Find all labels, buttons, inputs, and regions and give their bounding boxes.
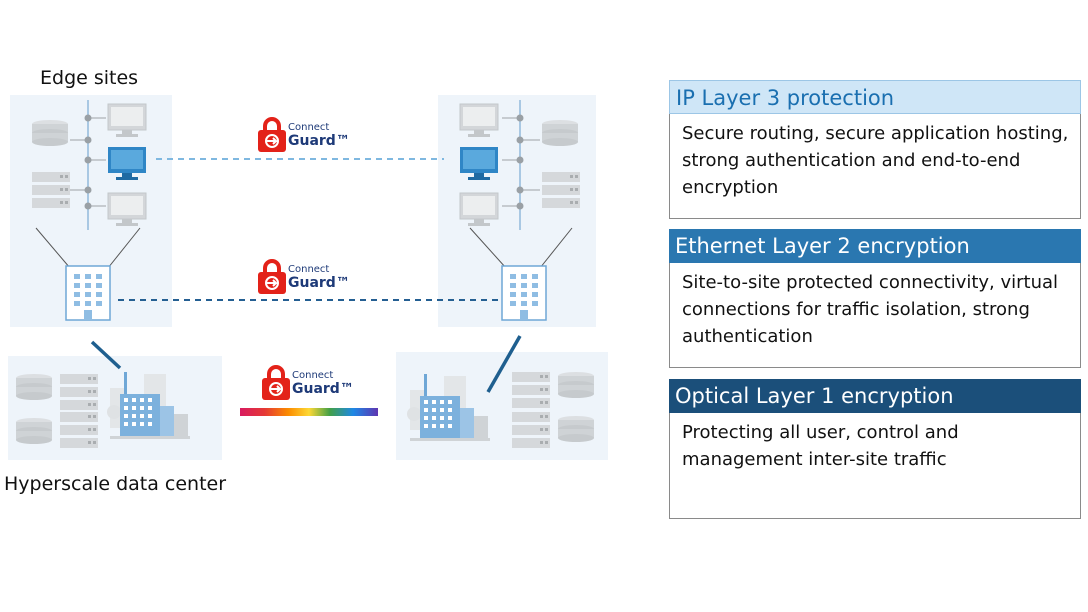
panel-ethernet-layer2: Ethernet Layer 2 encryption Site-to-site… xyxy=(669,229,1081,368)
rack-icon xyxy=(32,172,70,208)
rack-icon xyxy=(60,374,98,410)
server-icon xyxy=(542,120,578,146)
panel-ip-layer3: IP Layer 3 protection Secure routing, se… xyxy=(669,80,1081,219)
connectguard-badge: Connect Guard™ xyxy=(258,116,354,156)
lock-icon xyxy=(258,117,286,152)
connectguard-badge: Connect Guard™ xyxy=(258,258,354,298)
panel-body: Site-to-site protected connectivity, vir… xyxy=(669,263,1081,368)
lock-icon xyxy=(262,365,290,400)
lock-icon xyxy=(258,259,286,294)
server-icon xyxy=(558,416,594,442)
brand-bottom-text: Guard™ xyxy=(288,275,350,291)
brand-bottom-text: Guard™ xyxy=(288,133,350,149)
building-icon xyxy=(65,265,111,321)
optical-link xyxy=(240,408,378,416)
server-icon xyxy=(16,374,52,400)
panel-body: Protecting all user, control and managem… xyxy=(669,413,1081,519)
rack-icon xyxy=(512,372,550,408)
brand-top-text: Connect xyxy=(288,264,330,275)
panel-title: IP Layer 3 protection xyxy=(669,80,1081,114)
brand-top-text: Connect xyxy=(288,122,330,133)
panel-title: Ethernet Layer 2 encryption xyxy=(669,229,1081,263)
rack-icon xyxy=(542,172,580,208)
rack-icon xyxy=(512,412,550,448)
hyperscale-label: Hyperscale data center xyxy=(4,473,227,495)
server-icon xyxy=(558,372,594,398)
uplink-right xyxy=(486,335,522,393)
panel-body: Secure routing, secure application hosti… xyxy=(669,114,1081,219)
diagram-graphics xyxy=(8,95,608,460)
building-icon xyxy=(501,265,547,321)
connectguard-badge: Connect Guard™ xyxy=(262,364,358,404)
panel-title: Optical Layer 1 encryption xyxy=(669,379,1081,413)
edge-sites-label: Edge sites xyxy=(40,67,139,89)
brand-top-text: Connect xyxy=(292,370,334,381)
brand-bottom-text: Guard™ xyxy=(292,381,354,397)
server-icon xyxy=(32,120,68,146)
network-diagram: Connect Guard™ Connect Guard™ Connect Gu… xyxy=(4,67,608,495)
uplink-left xyxy=(90,340,122,370)
server-icon xyxy=(16,418,52,444)
rack-icon xyxy=(60,412,98,448)
panel-optical-layer1: Optical Layer 1 encryption Protecting al… xyxy=(669,379,1081,519)
